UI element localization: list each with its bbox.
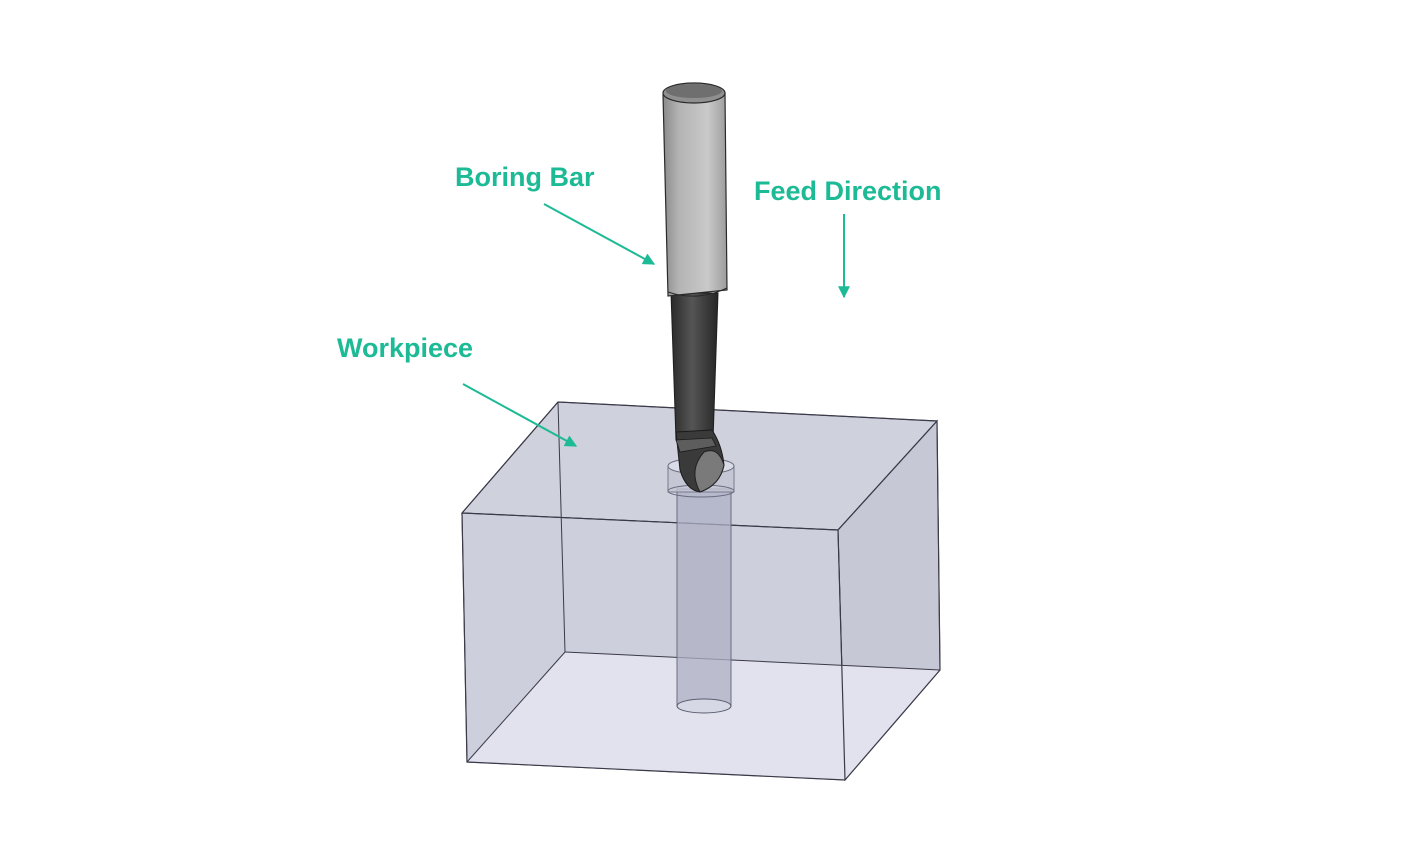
shank-bottom-edge	[667, 287, 728, 297]
workpiece-label: Workpiece	[337, 333, 473, 363]
workpiece-arrow	[462, 383, 578, 447]
workpiece-back-edge	[466, 651, 566, 763]
boring-bar-body	[670, 292, 719, 441]
workpiece-back-edge	[557, 401, 566, 653]
bored-hole	[667, 457, 735, 714]
boring-bar-arrow	[543, 203, 656, 265]
annotations: Boring Bar Feed Direction Workpiece	[337, 162, 942, 447]
workpiece-bottom-face	[467, 652, 940, 780]
tool-shank	[662, 92, 728, 297]
cutting-insert-facet	[675, 437, 717, 453]
workpiece-right-edges	[837, 419, 941, 781]
shank-top-face	[666, 84, 722, 98]
boring-bar-tool	[662, 82, 728, 493]
hole-wall	[676, 488, 732, 707]
hole-bottom	[676, 698, 732, 714]
feed-direction-label: Feed Direction	[754, 176, 942, 206]
cutting-edge	[694, 450, 725, 493]
boring-bar-label: Boring Bar	[455, 162, 595, 192]
workpiece-back-edge	[564, 651, 941, 671]
workpiece-block	[460, 401, 941, 782]
workpiece-top-edges	[461, 401, 938, 514]
